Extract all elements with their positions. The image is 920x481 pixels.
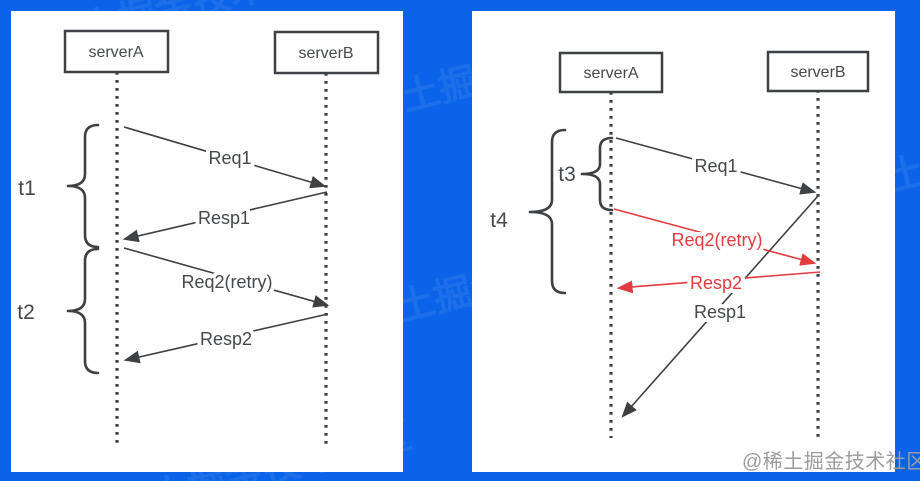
arrow-req1 <box>615 137 817 195</box>
actor-box-serverA <box>558 51 664 94</box>
arrow-resp2 <box>616 271 821 294</box>
arrow-resp2 <box>123 313 329 364</box>
time-brace-t4 <box>528 128 567 295</box>
time-label-t4: t4 <box>490 209 508 232</box>
right-sequence-diagram: serverA serverB t3 t4 Req1 Req2(retry) R… <box>490 50 870 438</box>
actor-label-serverB: serverB <box>298 45 353 62</box>
time-label-t2: t2 <box>17 301 35 324</box>
site-watermark: @稀土掘金技术社区 <box>742 451 920 473</box>
actor-label-serverA: serverA <box>583 65 638 82</box>
arrow-label-req1: Req1 <box>208 148 251 168</box>
arrow-label-resp2: Resp2 <box>690 273 742 293</box>
left-sequence-diagram-card: serverA serverB t1 t2 Req1 Resp1 Req2(re… <box>11 11 403 472</box>
time-label-t3: t3 <box>558 163 576 186</box>
arrow-label-resp1: Resp1 <box>694 302 746 322</box>
time-brace-t3 <box>580 136 614 212</box>
actor-label-serverA: serverA <box>88 44 143 61</box>
time-brace-t2 <box>66 247 100 375</box>
arrow-label-resp2: Resp2 <box>200 329 252 349</box>
arrow-resp1 <box>122 191 328 243</box>
time-label-t1: t1 <box>18 177 36 200</box>
arrow-label-resp1: Resp1 <box>198 208 250 228</box>
actor-box-serverB <box>273 30 380 75</box>
arrow-req1 <box>123 126 327 189</box>
arrow-req2-retry <box>613 208 817 266</box>
left-sequence-diagram: serverA serverB t1 t2 Req1 Resp1 Req2(re… <box>17 29 380 448</box>
right-sequence-diagram-card: serverA serverB t3 t4 Req1 Req2(retry) R… <box>472 11 895 472</box>
arrow-resp1 <box>621 195 819 418</box>
arrow-label-req2-retry: Req2(retry) <box>671 230 762 250</box>
actor-label-serverB: serverB <box>790 64 845 81</box>
arrow-req2-retry <box>123 247 330 308</box>
actor-box-serverB <box>766 50 870 93</box>
actor-box-serverA <box>63 29 170 74</box>
arrow-label-req1: Req1 <box>694 156 737 176</box>
time-brace-t1 <box>66 123 100 249</box>
arrow-label-req2-retry: Req2(retry) <box>181 272 272 292</box>
